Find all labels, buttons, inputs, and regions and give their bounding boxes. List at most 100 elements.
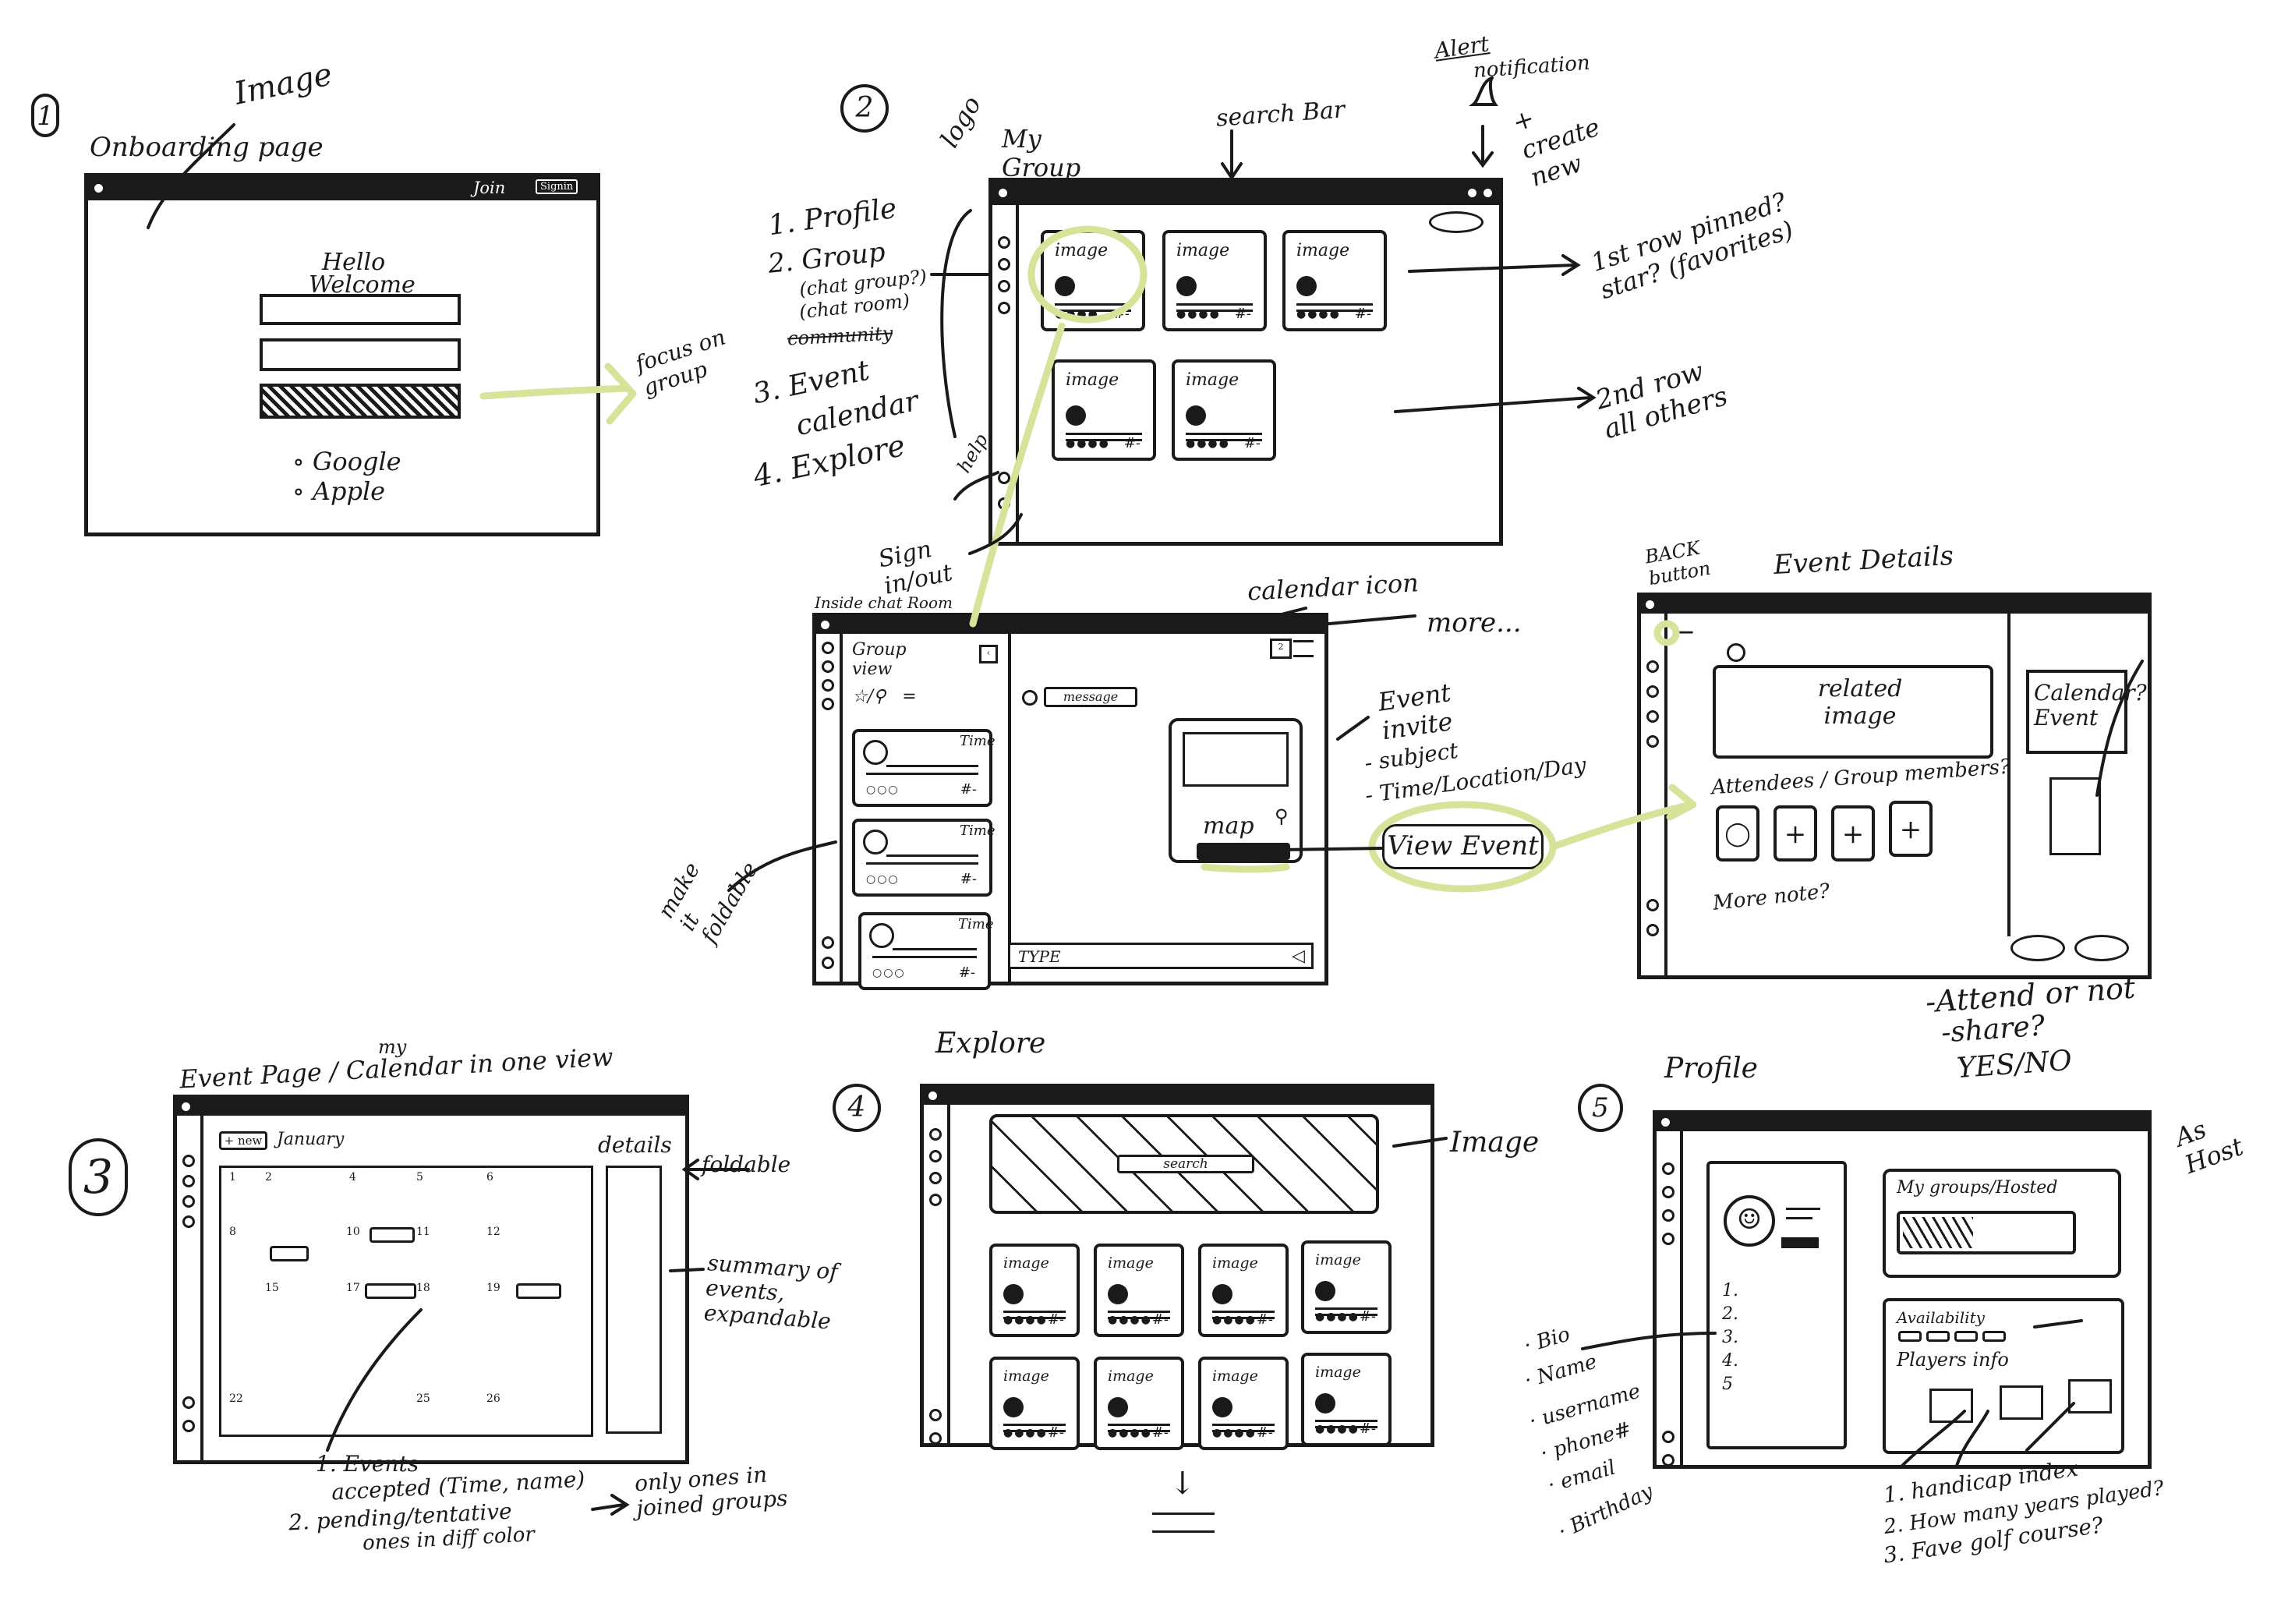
window-titlebar xyxy=(1657,1114,2148,1131)
scroll-end-lines xyxy=(1152,1513,1215,1533)
greeting-welcome: Welcome xyxy=(309,271,416,299)
ink-strokes xyxy=(147,76,2144,1516)
event-invite-card[interactable]: map ⚲ xyxy=(1169,718,1303,863)
calendar-icon[interactable]: 2 xyxy=(1270,639,1292,659)
day-cell[interactable]: 26 xyxy=(486,1392,500,1405)
day-cell[interactable]: 1 xyxy=(229,1171,236,1184)
explore-card[interactable]: image●●●●#- xyxy=(1301,1353,1392,1446)
more-menu-icon[interactable] xyxy=(1293,640,1314,657)
explore-card[interactable]: image●●●●#- xyxy=(1301,1240,1392,1334)
pin-star-icon[interactable]: ☆/⚲ = xyxy=(852,687,917,706)
screen3-title-my: my xyxy=(378,1036,407,1058)
share-button[interactable] xyxy=(2074,935,2129,961)
sidebar-rail xyxy=(924,1105,950,1445)
day-cell[interactable]: 18 xyxy=(416,1282,430,1294)
explore-card[interactable]: image●●●●#- xyxy=(989,1357,1080,1450)
day-cell[interactable]: 22 xyxy=(229,1392,243,1405)
group-view-label: Group view xyxy=(852,640,907,680)
collapse-icon[interactable]: ‹ xyxy=(979,645,998,663)
add-attendee-button[interactable]: + xyxy=(1889,801,1933,857)
sidebar-rail xyxy=(816,634,843,982)
apple-option[interactable]: ∘ Apple xyxy=(292,476,386,506)
add-attendee-button[interactable]: + xyxy=(1831,805,1875,862)
day-cell[interactable]: 25 xyxy=(416,1392,430,1405)
calendar-panel: Calendar? Event xyxy=(2007,614,2148,936)
day-cell[interactable]: 15 xyxy=(265,1282,279,1294)
chatroom-title: Inside chat Room xyxy=(815,593,953,612)
availability-chip[interactable] xyxy=(1982,1331,2006,1342)
availability-chip[interactable] xyxy=(1954,1331,1978,1342)
explore-card[interactable]: image●●●●#- xyxy=(989,1244,1080,1337)
chatroom-window: Group view ‹ ☆/⚲ = Time ○○○#- Time ○○○#-… xyxy=(812,613,1328,990)
related-image: related image xyxy=(1713,665,1993,759)
group-card[interactable]: image ●●●●#- xyxy=(1172,359,1276,461)
details-panel[interactable] xyxy=(606,1166,662,1434)
search-input[interactable]: search xyxy=(1117,1155,1254,1173)
group-card[interactable]: image ●●●●#- xyxy=(1282,230,1387,331)
signin-button[interactable]: Signin xyxy=(536,179,578,194)
join-link[interactable]: Join xyxy=(473,179,506,197)
chat-group-card[interactable]: Time ○○○#- xyxy=(852,819,995,897)
player-info-box[interactable] xyxy=(2000,1385,2043,1420)
group-card[interactable]: image ●●●●#- xyxy=(1052,359,1156,461)
day-cell[interactable]: 6 xyxy=(486,1171,493,1184)
add-attendee-button[interactable]: + xyxy=(1774,805,1817,862)
flow-view-event-to-details xyxy=(1549,801,1694,851)
attendee-avatar[interactable]: ◯ xyxy=(1716,805,1759,862)
hosted-group-card[interactable] xyxy=(1897,1211,2076,1254)
attend-button[interactable] xyxy=(2010,935,2065,961)
day-cell[interactable]: 11 xyxy=(416,1226,430,1238)
group-card[interactable]: image ●●●●#- xyxy=(1162,230,1267,331)
scroll-down-icon[interactable]: ↓ xyxy=(1169,1466,1196,1502)
event-chip[interactable] xyxy=(516,1283,561,1299)
foldable-label: foldable xyxy=(702,1152,791,1177)
google-option[interactable]: ∘ Google xyxy=(292,447,401,476)
send-icon[interactable]: ◁ xyxy=(1292,946,1305,966)
day-cell[interactable]: 4 xyxy=(349,1171,356,1184)
day-cell[interactable]: 8 xyxy=(229,1226,236,1238)
mini-calendar[interactable] xyxy=(2049,777,2101,855)
day-cell[interactable]: 2 xyxy=(265,1171,272,1184)
sidebar-item-explore[interactable] xyxy=(998,302,1010,314)
chat-group-card[interactable]: Time ○○○#- xyxy=(852,729,995,807)
event-chip[interactable] xyxy=(365,1283,416,1299)
day-cell[interactable]: 10 xyxy=(346,1226,360,1238)
day-cell[interactable]: 5 xyxy=(416,1171,423,1184)
availability-chip[interactable] xyxy=(1926,1331,1950,1342)
explore-card[interactable]: image●●●●#- xyxy=(1198,1244,1289,1337)
window-titlebar xyxy=(1641,596,2148,614)
explore-card[interactable]: image●●●●#- xyxy=(1094,1244,1184,1337)
password-field[interactable] xyxy=(260,338,461,371)
more-label: more... xyxy=(1427,607,1522,639)
username-field[interactable] xyxy=(260,294,461,325)
login-button[interactable] xyxy=(260,384,461,419)
event-chip[interactable] xyxy=(370,1227,415,1243)
screen1-page-label: Onboarding page xyxy=(90,132,324,163)
avatar[interactable]: ☺ xyxy=(1724,1195,1775,1247)
profile-list-item: 4. xyxy=(1722,1351,1738,1371)
explore-card[interactable]: image●●●●#- xyxy=(1094,1357,1184,1450)
help-icon[interactable] xyxy=(998,472,1010,484)
day-cell[interactable]: 17 xyxy=(346,1282,360,1294)
explore-card[interactable]: image●●●●#- xyxy=(1198,1357,1289,1450)
new-event-button[interactable]: + new xyxy=(219,1131,267,1150)
sidebar-item-profile[interactable] xyxy=(998,236,1010,249)
day-cell[interactable]: 19 xyxy=(486,1282,500,1294)
day-cell[interactable]: 12 xyxy=(486,1226,500,1238)
player-info-box[interactable] xyxy=(1929,1389,1973,1423)
view-event-inline-button[interactable] xyxy=(1197,843,1290,860)
profile-list-item: 5 xyxy=(1722,1375,1733,1394)
profile-title: Profile xyxy=(1664,1053,1758,1084)
chat-group-card[interactable]: Time ○○○#- xyxy=(858,912,993,990)
sidebar-rail xyxy=(992,205,1019,542)
window-titlebar xyxy=(924,1088,1430,1105)
event-chip[interactable] xyxy=(270,1246,309,1261)
event-details-window: ← related image Attendees / Group member… xyxy=(1637,593,2152,979)
type-input[interactable]: TYPE ◁ xyxy=(1008,943,1314,969)
create-new-button[interactable] xyxy=(1429,211,1484,233)
sidebar-item-group[interactable] xyxy=(998,258,1010,271)
sidebar-item-event[interactable] xyxy=(998,280,1010,292)
player-info-box[interactable] xyxy=(2068,1379,2112,1413)
view-event-button[interactable]: View Event xyxy=(1382,824,1544,869)
availability-chip[interactable] xyxy=(1898,1331,1922,1342)
